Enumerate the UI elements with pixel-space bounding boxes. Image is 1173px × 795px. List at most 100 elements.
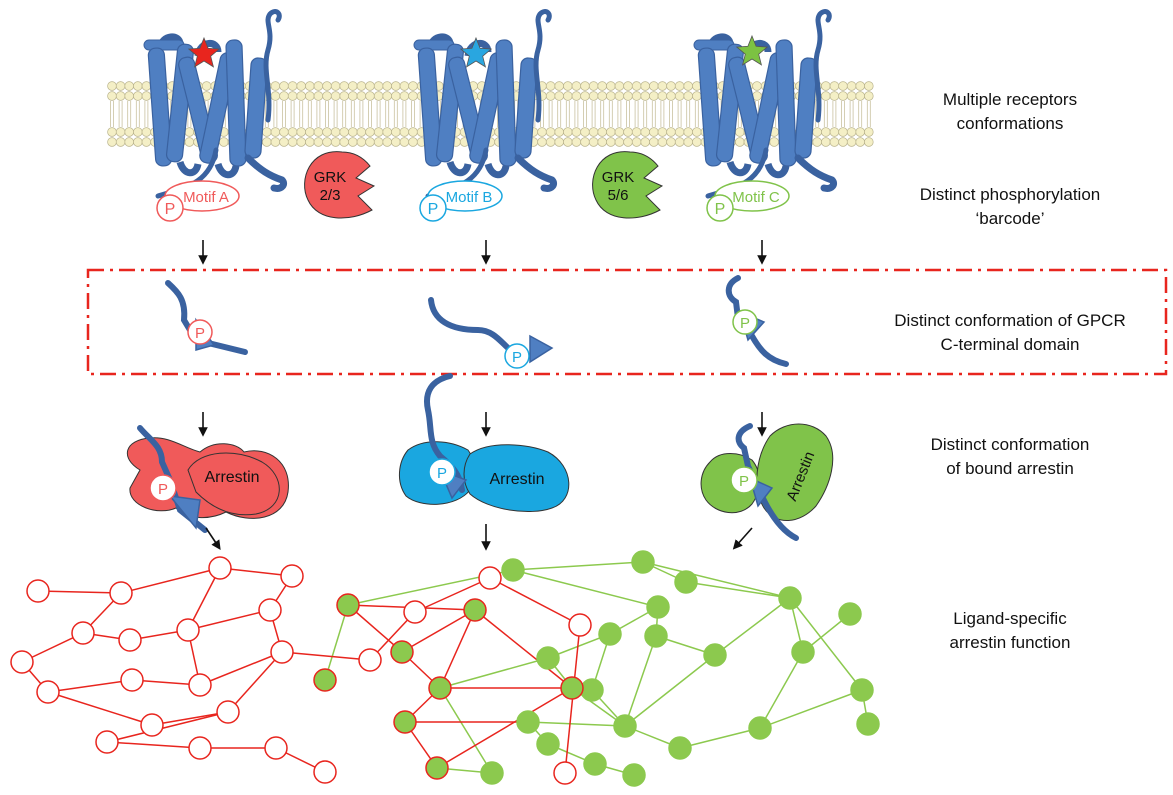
overlap-network-node (336, 593, 360, 617)
c-tail-c: P (725, 275, 789, 367)
overlap-network-node (313, 668, 337, 692)
green-network-node (516, 710, 540, 734)
c-tail-a: P (165, 280, 248, 355)
overlap-network-node (428, 676, 452, 700)
green-network-node (644, 624, 668, 648)
ligand-star-icon-blue (459, 36, 493, 68)
red-network-node (264, 736, 288, 760)
phospho-c-label: P (715, 201, 726, 218)
green-network-node (536, 732, 560, 756)
red-network-node (95, 730, 119, 754)
green-network-node (613, 714, 637, 738)
arrows-row-1 (198, 240, 767, 265)
caption-barcode: Distinct phosphorylation ‘barcode’ (870, 183, 1150, 231)
red-network-node (280, 564, 304, 588)
motif-c-barcode: Motif C P (706, 180, 790, 222)
green-network-node (791, 640, 815, 664)
ligand-star-icon-red (187, 36, 221, 68)
grk-5-6-label-line1: GRK (602, 169, 635, 186)
tail-a-phospho-label: P (195, 325, 205, 342)
red-network-node (109, 581, 133, 605)
phospho-b-label: P (428, 201, 439, 218)
green-network-node (631, 550, 655, 574)
red-network-node (258, 598, 282, 622)
caption-arrestin-conf-line1: Distinct conformation (930, 435, 1090, 454)
c-tail-b: P (428, 297, 554, 369)
arrestin-a-label: Arrestin (204, 469, 259, 486)
receptor-b (413, 9, 558, 199)
red-network-node (118, 628, 142, 652)
phospho-c-icon (706, 194, 734, 222)
overlap-network-node (425, 756, 449, 780)
red-network-node (36, 680, 60, 704)
green-network-node (674, 570, 698, 594)
green-network-node (536, 646, 560, 670)
caption-receptors-line1: Multiple receptors (942, 90, 1078, 109)
green-network-node (850, 678, 874, 702)
overlap-network-node (560, 676, 584, 700)
arrows-row-2 (198, 412, 767, 437)
caption-function-line1: Ligand-specific (953, 609, 1067, 628)
green-network-node (480, 761, 504, 785)
red-network-node (120, 668, 144, 692)
green-network-node (778, 586, 802, 610)
arrestin-a-phospho-label: P (158, 481, 168, 498)
caption-function: Ligand-specific arrestin function (870, 607, 1150, 655)
caption-cterminal-line1: Distinct conformation of GPCR (894, 311, 1126, 330)
green-network-node (668, 736, 692, 760)
green-network-node (703, 643, 727, 667)
green-network-node (598, 622, 622, 646)
red-network-node (553, 761, 577, 785)
receptor-c (693, 9, 838, 199)
caption-cterminal: Distinct conformation of GPCR C-terminal… (870, 309, 1150, 357)
tail-b-phospho-label: P (512, 349, 522, 366)
phospho-a-icon (156, 194, 184, 222)
arrestin-b: P Arrestin (399, 373, 570, 513)
caption-arrestin-conf: Distinct conformation of bound arrestin (870, 433, 1150, 481)
motif-b-barcode: Motif B P (419, 180, 503, 222)
caption-barcode-line1: Distinct phosphorylation (919, 185, 1101, 204)
caption-function-line2: arrestin function (949, 633, 1071, 652)
red-network-node (10, 650, 34, 674)
overlap-network-node (393, 710, 417, 734)
ligand-star-icon-green (735, 34, 769, 66)
red-network-node (478, 566, 502, 590)
red-network-node (71, 621, 95, 645)
caption-cterminal-line2: C-terminal domain (940, 335, 1080, 354)
network-nodes (10, 550, 880, 787)
overlap-network-node (463, 598, 487, 622)
caption-receptors: Multiple receptors conformations (870, 88, 1150, 136)
grk-5-6-kinase: GRK 5/6 (592, 151, 664, 219)
overlap-network-node (390, 640, 414, 664)
red-network-node (313, 760, 337, 784)
motif-b-label: Motif B (446, 189, 493, 206)
arrows-row-3 (205, 524, 753, 551)
caption-barcode-line2: ‘barcode’ (975, 209, 1045, 228)
red-network-node (208, 556, 232, 580)
phospho-a-label: P (165, 201, 176, 218)
red-network-node (188, 673, 212, 697)
red-network-node (188, 736, 212, 760)
grk-5-6-label-line2: 5/6 (608, 187, 629, 204)
c-terminal-highlight-box (86, 268, 1168, 376)
green-network-node (646, 595, 670, 619)
red-network-node (140, 713, 164, 737)
green-network-node (501, 558, 525, 582)
red-network-node (568, 613, 592, 637)
phospho-b-icon (419, 194, 447, 222)
caption-arrestin-conf-line2: of bound arrestin (946, 459, 1074, 478)
receptor-a (143, 9, 288, 199)
tail-c-phospho-label: P (740, 315, 750, 332)
red-network-node (26, 579, 50, 603)
red-network-node (176, 618, 200, 642)
arrestin-b-label: Arrestin (489, 471, 544, 488)
green-network-node (748, 716, 772, 740)
green-network-node (856, 712, 880, 736)
green-network-node (838, 602, 862, 626)
grk-2-3-label-line1: GRK (314, 169, 347, 186)
motif-a-label: Motif A (183, 189, 229, 206)
caption-receptors-line2: conformations (956, 114, 1064, 133)
green-network-node (622, 763, 646, 787)
red-network-node (216, 700, 240, 724)
